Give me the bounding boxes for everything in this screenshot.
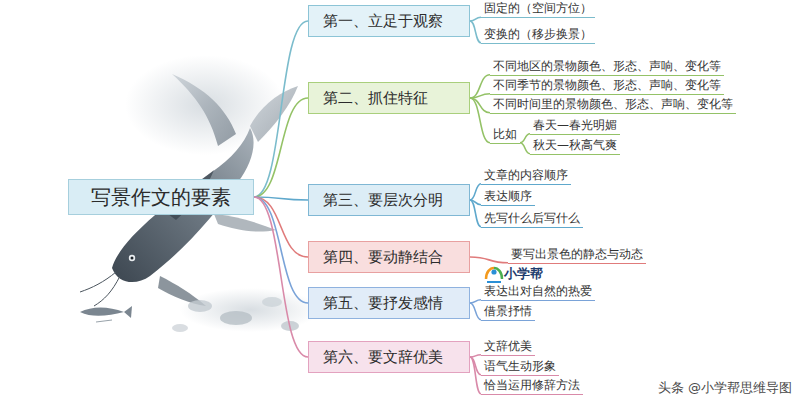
branch-connector <box>470 75 490 98</box>
leaf-item: 表达顺序 <box>481 189 535 206</box>
branch-connector <box>470 21 481 43</box>
branch-connector <box>254 98 308 197</box>
leaf-item: 变换的（移步换景） <box>481 27 595 44</box>
leaf-item: 表达出对自然的热爱 <box>481 284 595 301</box>
node-text: 第五、要抒发感情 <box>323 293 443 313</box>
branch-connector <box>470 94 490 98</box>
branch-connector <box>254 197 308 303</box>
branch-topic: 第五、要抒发感情 <box>308 287 470 319</box>
leaf-item: 恰当运用修辞方法 <box>481 378 583 395</box>
branch-connector <box>470 200 481 227</box>
node-text: 第六、要文辞优美 <box>323 347 443 367</box>
node-text: 第二、抓住特征 <box>323 88 428 108</box>
branch-connector <box>254 21 308 197</box>
branch-topic: 第六、要文辞优美 <box>308 341 470 373</box>
leaf-item: 不同地区的景物颜色、形态、声响、变化等 <box>490 59 724 76</box>
node-text: 第一、立足于观察 <box>323 11 443 31</box>
branch-connector <box>254 197 308 357</box>
branch-connector <box>470 257 508 263</box>
node-text: 要写出景色的静态与动态 <box>511 247 643 261</box>
leaf-item: 借景抒情 <box>481 304 535 321</box>
branch-topic: 第四、要动静结合 <box>308 241 470 273</box>
branch-connector <box>470 98 490 143</box>
watermark: 头条 @小学帮思维导图 <box>658 380 792 396</box>
leaf-item: 先写什么后写什么 <box>481 211 583 228</box>
node-text: 变换的（移步换景） <box>484 27 592 41</box>
branch-connector <box>470 303 481 320</box>
branch-connector <box>520 134 530 143</box>
leaf-item: 不同时间里的景物颜色、形态、声响、变化等 <box>490 97 736 114</box>
branch-connector <box>470 184 481 200</box>
node-text: 先写什么后写什么 <box>484 211 580 225</box>
node-text: 春天—春光明媚 <box>533 118 617 132</box>
leaf-item: 固定的（空间方位） <box>481 1 595 18</box>
branch-connector <box>520 143 530 154</box>
node-text: 语气生动形象 <box>484 359 556 373</box>
node-text: 固定的（空间方位） <box>484 1 592 15</box>
branch-connector <box>470 357 481 394</box>
node-text: 恰当运用修辞方法 <box>484 378 580 392</box>
leaf-item: 比如 <box>490 127 520 144</box>
node-text: 表达顺序 <box>484 189 532 203</box>
branch-connector <box>470 17 481 21</box>
node-text: 第三、要层次分明 <box>323 190 443 210</box>
leaf-item: 语气生动形象 <box>481 359 559 376</box>
node-text: 第四、要动静结合 <box>323 247 443 267</box>
leaf-item: 春天—春光明媚 <box>530 118 620 135</box>
node-text: 文辞优美 <box>484 339 532 353</box>
node-text: 比如 <box>493 127 517 141</box>
leaf-item: 不同季节的景物颜色、形态、声响、变化等 <box>490 78 724 95</box>
node-text: 表达出对自然的热爱 <box>484 284 592 298</box>
node-text: 不同季节的景物颜色、形态、声响、变化等 <box>493 78 721 92</box>
branch-connector <box>470 300 481 303</box>
node-text: 文章的内容顺序 <box>484 168 568 182</box>
leaf-item: 文章的内容顺序 <box>481 168 571 185</box>
node-text: 写景作文的要素 <box>91 184 231 210</box>
node-text: 不同地区的景物颜色、形态、声响、变化等 <box>493 59 721 73</box>
root-topic: 写景作文的要素 <box>68 179 254 215</box>
leaf-item: 秋天—秋高气爽 <box>530 138 620 155</box>
branch-topic: 第三、要层次分明 <box>308 184 470 216</box>
leaf-item: 文辞优美 <box>481 339 535 356</box>
leaf-item: 要写出景色的静态与动态 <box>508 247 646 264</box>
branch-topic: 第二、抓住特征 <box>308 82 470 114</box>
logo-text: 小学帮 <box>504 267 543 281</box>
branch-topic: 第一、立足于观察 <box>308 5 470 37</box>
node-text: 借景抒情 <box>484 304 532 318</box>
node-text: 秋天—秋高气爽 <box>533 138 617 152</box>
node-text: 不同时间里的景物颜色、形态、声响、变化等 <box>493 97 733 111</box>
